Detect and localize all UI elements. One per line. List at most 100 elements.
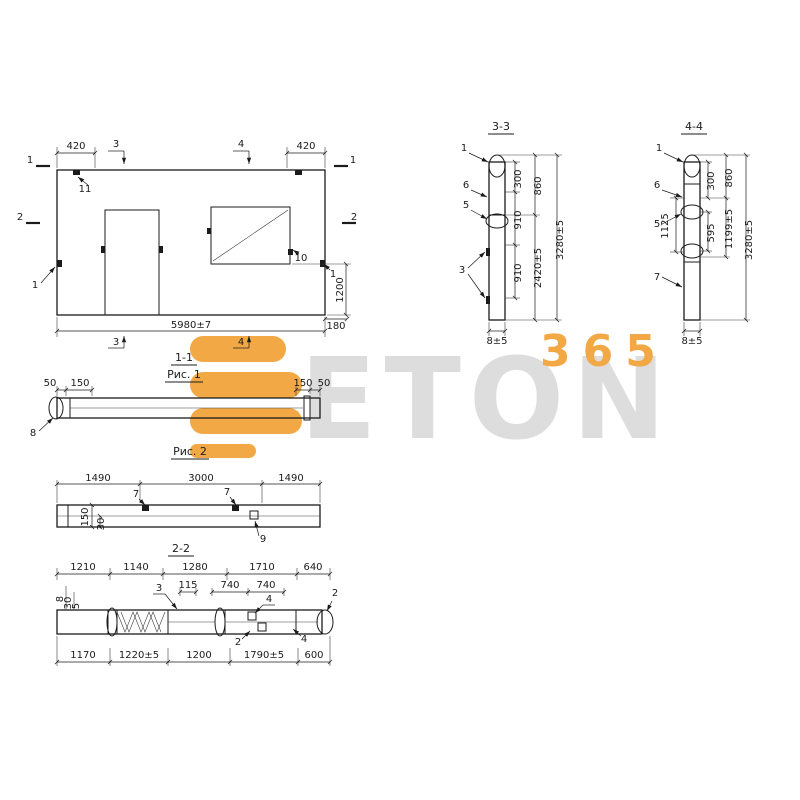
dim-8-side: 8 xyxy=(55,596,66,602)
item-4-part xyxy=(257,622,267,632)
dim-1490-left: 1490 xyxy=(85,473,110,484)
section-4-4: 4-4 1 6 5 7 1125 300 595 860 xyxy=(654,120,755,347)
section-3-3: 3-3 1 6 5 3 300 910 910 860 xyxy=(459,120,566,347)
dim-150-vert: 150 xyxy=(80,507,91,526)
concrete-hatched-block xyxy=(56,609,109,635)
section-2-2: 2-2 1210 1140 1280 1710 640 115 740 740 … xyxy=(54,542,338,666)
dim-420-left: 420 xyxy=(66,141,85,152)
dim-180: 180 xyxy=(326,321,345,332)
s33-item-3: 3 xyxy=(459,265,465,276)
dim-115: 115 xyxy=(178,580,197,591)
dim-3280-44: 3280±5 xyxy=(744,220,755,260)
item-label-9: 9 xyxy=(260,534,266,545)
dim-910-a: 910 xyxy=(513,210,524,229)
s44-item-6: 6 xyxy=(654,180,660,191)
s33-item-5: 5 xyxy=(463,200,469,211)
beton-logo-icon xyxy=(190,336,302,458)
s44-item-1: 1 xyxy=(656,143,662,154)
dim-150-left: 150 xyxy=(70,378,89,389)
s44-item-7: 7 xyxy=(654,272,660,283)
window-diagonal xyxy=(212,209,289,262)
item-label-7a: 7 xyxy=(133,489,139,500)
dim-860: 860 xyxy=(533,176,544,195)
dim-150-right: 150 xyxy=(293,378,312,389)
dim-420-right: 420 xyxy=(296,141,315,152)
s44-bar xyxy=(683,161,701,321)
spiral-reinforcement xyxy=(116,611,166,633)
item-label-4a: 4 xyxy=(266,594,272,605)
dim-5-side: 5 xyxy=(71,603,82,609)
section-2-2-title: 2-2 xyxy=(172,542,190,555)
coupler-left xyxy=(106,607,118,637)
door-opening xyxy=(104,209,160,316)
dim-2420: 2420±5 xyxy=(533,248,544,288)
section-marker-1-left: 1 xyxy=(27,155,33,166)
panel-outline xyxy=(56,169,326,316)
fig2-caption: Рис. 2 xyxy=(173,445,207,458)
dim-30-vert: 30 xyxy=(96,518,107,531)
dim-1710: 1710 xyxy=(249,562,274,573)
dim-1220: 1220±5 xyxy=(119,650,159,661)
beton365-watermark: ETON 365 xyxy=(190,326,674,465)
lifting-loop-top-44 xyxy=(683,154,701,178)
fig1-right-detail xyxy=(303,395,311,421)
fig1-caption: Рис. 1 xyxy=(167,368,201,381)
dim-300: 300 xyxy=(513,169,524,188)
item-label-10: 10 xyxy=(295,253,308,264)
item-label-7b: 7 xyxy=(224,487,230,498)
figure-2: Рис. 2 1490 3000 1490 7 7 150 30 9 xyxy=(54,445,323,545)
section-marker-2-right: 2 xyxy=(351,212,357,223)
section-1-1-title: 1-1 xyxy=(175,351,193,364)
section-3-3-title: 3-3 xyxy=(492,120,510,133)
dim-3000: 3000 xyxy=(188,473,213,484)
s33-item-6: 6 xyxy=(463,180,469,191)
dim-3280: 3280±5 xyxy=(555,220,566,260)
s33-coupler xyxy=(485,213,509,229)
dim-50-left: 50 xyxy=(44,378,57,389)
item-label-3: 3 xyxy=(156,583,162,594)
dim-1140: 1140 xyxy=(123,562,148,573)
dim-640: 640 xyxy=(303,562,322,573)
item-label-1-right: 1 xyxy=(330,269,336,280)
coupler-right xyxy=(214,607,226,637)
dim-1200-b: 1200 xyxy=(186,650,211,661)
dim-595: 595 xyxy=(706,223,717,242)
front-view: 420 420 3 4 1 1 2 2 11 1 10 1 5980±7 1 xyxy=(17,139,357,349)
s44-item-5: 5 xyxy=(654,219,660,230)
dim-1200: 1200 xyxy=(335,277,346,302)
item-label-2a: 2 xyxy=(235,637,241,648)
item-9-plate xyxy=(249,510,259,520)
watermark-eton-text: ETON xyxy=(300,335,674,465)
cut-marker-3-top: 3 xyxy=(113,139,119,150)
dim-1199: 1199±5 xyxy=(724,209,735,249)
dim-1790: 1790±5 xyxy=(244,650,284,661)
dim-740-b: 740 xyxy=(256,580,275,591)
dim-740-a: 740 xyxy=(220,580,239,591)
end-loop xyxy=(316,609,334,635)
dim-1490-right: 1490 xyxy=(278,473,303,484)
item-label-8: 8 xyxy=(30,428,36,439)
cut-marker-4-top: 4 xyxy=(238,139,244,150)
section-4-4-title: 4-4 xyxy=(685,120,703,133)
dim-1280: 1280 xyxy=(182,562,207,573)
item-label-11: 11 xyxy=(79,184,92,195)
dim-300-44: 300 xyxy=(706,171,717,190)
dim-overall-width: 5980±7 xyxy=(171,320,211,331)
lifting-loop-top xyxy=(488,154,506,178)
dim-30-side: 30 xyxy=(63,597,74,610)
cut-marker-4-bottom: 4 xyxy=(238,337,244,348)
section-1-1: 1-1 Рис. 1 50 150 150 50 8 xyxy=(30,351,331,439)
fig1-bar xyxy=(56,397,321,419)
dim-1170: 1170 xyxy=(70,650,95,661)
window-opening xyxy=(210,206,291,265)
dim-910-b: 910 xyxy=(513,263,524,282)
dim-600: 600 xyxy=(304,650,323,661)
watermark-365-text: 365 xyxy=(540,326,668,377)
item-label-2b: 2 xyxy=(332,588,338,599)
section-marker-2-left: 2 xyxy=(17,212,23,223)
dim-1210: 1210 xyxy=(70,562,95,573)
dim-50-right: 50 xyxy=(318,378,331,389)
dim-8-thickness: 8±5 xyxy=(486,336,507,347)
